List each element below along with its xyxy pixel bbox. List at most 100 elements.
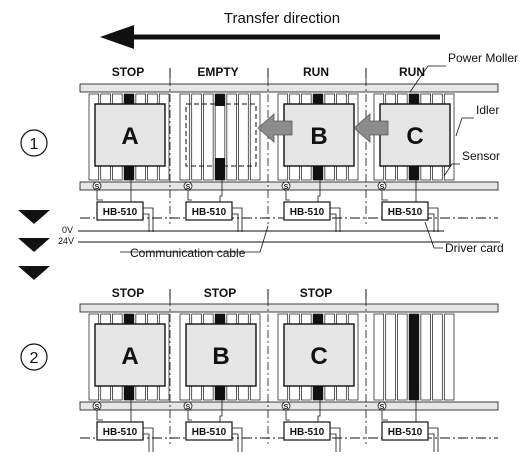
power-tap [143,427,154,452]
power-tap [232,427,243,452]
power-moller-cap [313,378,323,400]
sensor-marker: S [95,404,100,411]
zone-status: RUN [303,65,329,79]
package-box [185,323,257,387]
idler-roller [249,93,261,181]
zone-status: STOP [112,286,144,300]
power-tap [330,213,337,232]
driver-card: HB-510 [185,201,243,232]
step-marker-1: 1 [20,129,48,157]
transfer-direction: Transfer direction [100,10,440,49]
down-arrow-icon [18,266,50,280]
package-box [283,323,355,387]
sensor-marker: S [95,184,100,191]
power-moller-cap [409,94,419,106]
callout-driver-card: Driver card [445,241,504,255]
power-moller-cap [215,314,225,326]
sensor-wire [96,190,103,201]
conveyor-zone: A S HB-510 [88,313,170,452]
sensor-marker: S [186,404,191,411]
driver-label: HB-510 [103,207,138,218]
power-tap [143,433,150,452]
sensor-marker: S [186,184,191,191]
down-arrow-icon [18,210,50,224]
power-moller-cap [215,378,225,400]
progress-arrows [18,210,50,280]
driver-card: HB-510 [283,201,341,232]
sensor-wire [187,190,192,201]
sensor-wire [187,410,192,421]
idler-roller [420,313,431,401]
package-label: B [310,123,327,150]
sensor-wire [381,190,388,201]
conveyor-zone: S HB-510 [179,93,261,232]
push-arrow-icon [257,113,293,143]
leader-line [443,163,460,177]
power-tap [232,433,239,452]
power-moller-cap [409,314,419,326]
power-tap [428,427,439,452]
push-arrow-icon [353,113,389,143]
power-tap [330,207,341,232]
power-tap [232,207,243,232]
scene2-status-row: STOP STOP STOP [112,286,367,300]
power-moller-cap [215,94,225,106]
package-label: A [121,343,138,370]
driver-label: HB-510 [388,207,423,218]
idler-roller [203,93,214,181]
idler-roller [443,313,455,401]
sensor-marker: S [380,404,385,411]
sensor-wire [285,190,290,201]
driver-label: HB-510 [290,207,325,218]
power-moller-cap [124,314,134,326]
sensor-wire [285,410,290,421]
leader-line [409,65,446,93]
idler-roller [226,93,237,181]
driver-card: HB-510 [96,421,154,452]
sensor-icon: S [92,181,102,191]
power-lines: 0V 24V [58,225,500,246]
driver-card: HB-510 [185,421,243,452]
motor-wire [317,180,321,202]
package-box [94,323,166,387]
power-moller-cap [124,94,134,106]
driver-card: HB-510 [283,421,341,452]
power-tap [330,427,341,452]
driver-label: HB-510 [388,427,423,438]
scene1-callouts: Power Moller Idler Sensor Driver card Co… [120,51,518,260]
top-rail [79,303,499,313]
driver-label: HB-510 [290,427,325,438]
motor-wire [219,400,223,422]
driver-card: HB-510 [381,421,439,452]
power-moller-cap [409,158,419,180]
power-moller-cap [215,158,225,180]
driver-card: HB-510 [381,201,439,232]
zone-status: EMPTY [197,65,238,79]
step-number: 2 [30,350,39,367]
power-tap [428,207,439,232]
power-tap [143,213,150,232]
empty-slot [185,103,257,167]
idler-roller [238,93,249,181]
power-moller-cap [409,378,419,400]
idler-roller [191,93,202,181]
callout-power-moller: Power Moller [448,51,518,65]
power-tap [143,207,154,232]
callout-idler: Idler [476,103,499,117]
step-number: 1 [30,136,39,153]
power-tap [232,213,239,232]
idler-roller [373,313,385,401]
step-marker-2: 2 [20,343,48,371]
package-label: C [406,123,423,150]
direction-arrow-head [100,25,134,49]
sensor-marker: S [380,184,385,191]
sensor-marker: S [284,184,289,191]
conveyor-zone: C S HB-510 [373,93,455,232]
power-moller-cap [313,158,323,180]
leader-line [455,117,474,137]
